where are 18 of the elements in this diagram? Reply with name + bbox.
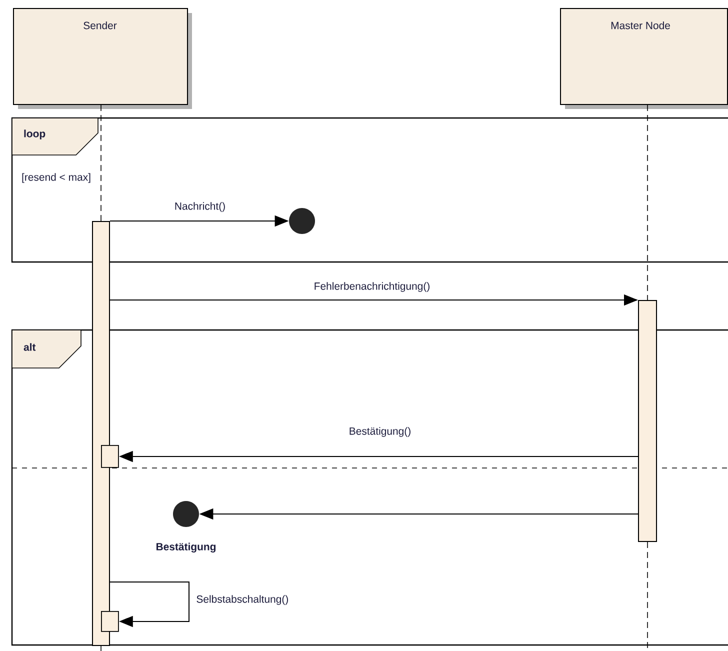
message-label: Bestätigung()	[348, 426, 412, 438]
message-arrow	[110, 582, 190, 628]
lifeline	[100, 646, 102, 651]
participant-box: Master Node	[560, 8, 728, 109]
message-endpoint	[173, 501, 199, 527]
lifeline	[647, 542, 648, 651]
lifeline	[647, 104, 648, 300]
execution-box	[101, 445, 119, 468]
message-label: Fehlerbenachrichtigung()	[312, 281, 432, 293]
message-label: Selbstabschaltung()	[195, 594, 290, 606]
endpoint-label: Bestätigung	[156, 542, 216, 553]
message-endpoint	[289, 208, 315, 234]
node-label: [resend < max]	[22, 173, 90, 183]
participant-box: Sender	[13, 8, 192, 109]
activation-bar	[638, 300, 657, 542]
message-label: Nachricht()	[173, 201, 227, 213]
execution-box	[101, 611, 119, 632]
lifeline	[100, 104, 102, 222]
